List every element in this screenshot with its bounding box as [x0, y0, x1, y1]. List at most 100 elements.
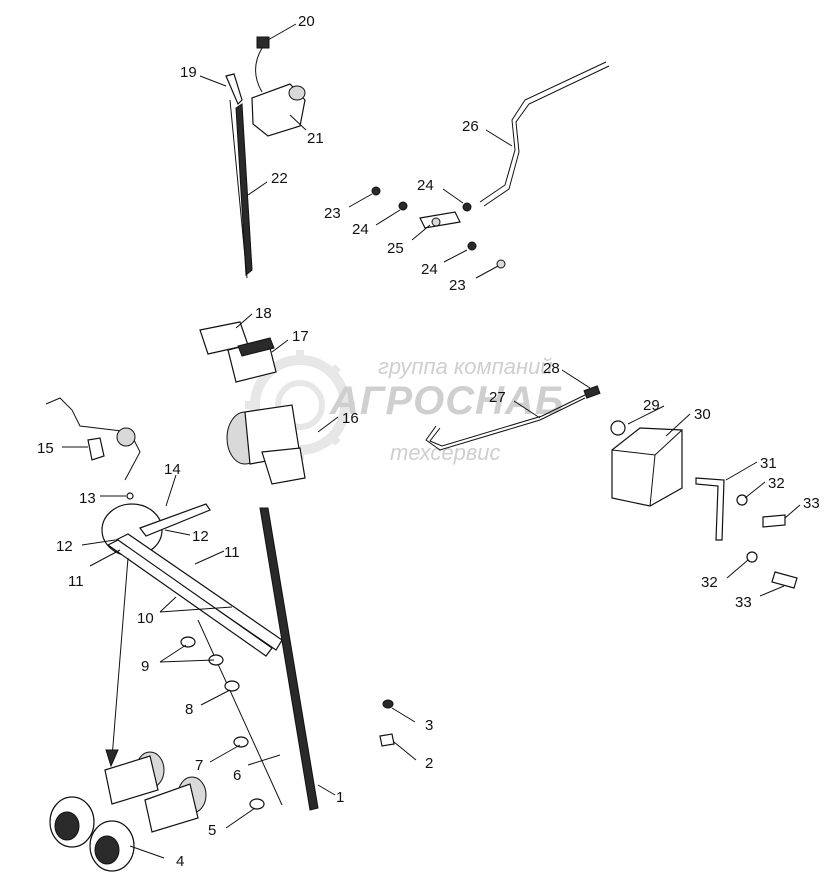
- bulb-15: [116, 427, 136, 447]
- nut-24c: [467, 241, 477, 251]
- front-wiper-assembly: [45, 397, 319, 811]
- callout-32-bottom: 32: [701, 574, 718, 591]
- callout-14: 14: [164, 461, 181, 478]
- motor-4a-body: [104, 755, 159, 805]
- callout-17: 17: [292, 328, 309, 345]
- callout-4: 4: [176, 853, 184, 870]
- callout-28: 28: [543, 360, 560, 377]
- pump-bracket: [261, 447, 306, 485]
- callout-18: 18: [255, 305, 272, 322]
- callout-22: 22: [271, 170, 288, 187]
- callout-23-left: 23: [324, 205, 341, 222]
- bracket-31: [695, 477, 725, 541]
- callout-25: 25: [387, 240, 404, 257]
- arrow-shaft: [111, 557, 129, 759]
- hose-26: [479, 61, 607, 203]
- callout-5: 5: [208, 822, 216, 839]
- nut-24b: [462, 202, 472, 212]
- wiper-motors-4: [49, 751, 207, 872]
- rod-6: [197, 619, 283, 806]
- callout-24-left: 24: [352, 221, 369, 238]
- rear-wiper-assembly: [225, 36, 306, 279]
- callout-9: 9: [141, 658, 149, 675]
- watermark-line2: АГРОСНАБ: [329, 379, 564, 423]
- callout-11-left: 11: [68, 573, 84, 590]
- callout-6: 6: [233, 767, 241, 784]
- callout-26: 26: [462, 118, 479, 135]
- hose-26-outline: [483, 65, 610, 207]
- fitting-28: [583, 385, 601, 399]
- callout-29: 29: [643, 397, 660, 414]
- arrow-head: [105, 749, 119, 768]
- wiper-arm-19: [225, 73, 243, 106]
- fitting-15: [87, 437, 105, 461]
- clip-8: [224, 680, 240, 692]
- callout-13: 13: [79, 490, 96, 507]
- washer-23a: [371, 186, 381, 196]
- motor-4a-cap-inner: [54, 811, 80, 841]
- motor-shaft: [288, 85, 306, 101]
- clips: [180, 636, 395, 810]
- bolt-33a: [762, 514, 786, 528]
- watermark-line1: группа компаний: [378, 354, 553, 379]
- callout-27: 27: [489, 389, 506, 406]
- callout-7: 7: [195, 757, 203, 774]
- washer-pump-16: [226, 404, 306, 485]
- callout-8: 8: [185, 701, 193, 718]
- washer-23b: [496, 259, 506, 269]
- callout-21: 21: [307, 130, 324, 147]
- wiper-arm-10: [114, 533, 283, 651]
- wire-20: [255, 47, 263, 93]
- callout-11-right: 11: [224, 544, 240, 561]
- callout-33-top: 33: [803, 495, 820, 512]
- clip-5: [249, 798, 265, 810]
- wiper-blade-22: [235, 103, 253, 277]
- washer-tank-assembly: [425, 385, 798, 589]
- washer-32a: [736, 494, 748, 506]
- callout-24-bottom: 24: [421, 261, 438, 278]
- clip-9a: [180, 636, 196, 648]
- switch-17-top: [237, 337, 275, 357]
- wiper-blade-1: [259, 507, 319, 811]
- shaft-14: [139, 503, 211, 537]
- hose-27-outline: [429, 393, 588, 447]
- callout-30: 30: [694, 406, 711, 423]
- wiper-arm-10b: [106, 539, 273, 657]
- leader-lines: [62, 23, 801, 859]
- blade-rail-22: [229, 99, 248, 279]
- callout-31: 31: [760, 455, 777, 472]
- oring-13: [126, 492, 134, 500]
- callout-2: 2: [425, 755, 433, 772]
- motor-4b-cap-inner: [94, 835, 120, 865]
- washer-nozzle-assembly: [371, 61, 610, 269]
- clip-2: [379, 733, 395, 747]
- callout-16: 16: [342, 410, 359, 427]
- hose-27: [425, 397, 586, 451]
- washer-32b: [746, 551, 758, 563]
- callout-15: 15: [37, 440, 54, 457]
- cap-29: [610, 420, 626, 436]
- plug-3: [382, 699, 394, 709]
- switch-assembly: [199, 321, 277, 383]
- callout-12-right: 12: [192, 528, 209, 545]
- callout-23-right: 23: [449, 277, 466, 294]
- tank-30-edges: [611, 429, 683, 507]
- clip-7: [233, 736, 249, 748]
- watermark-line3: техсервис: [390, 440, 501, 465]
- callout-1: 1: [336, 789, 344, 806]
- callout-10: 10: [137, 610, 154, 627]
- callout-3: 3: [425, 717, 433, 734]
- callout-12-left: 12: [56, 538, 73, 555]
- callout-24-top: 24: [417, 177, 434, 194]
- tank-30: [611, 427, 683, 507]
- nozzle-body: [431, 217, 441, 227]
- motor-4b-body: [144, 783, 199, 833]
- connector-20: [256, 36, 270, 49]
- callout-33-bottom: 33: [735, 594, 752, 611]
- bolt-33b: [771, 571, 798, 589]
- callout-19: 19: [180, 64, 197, 81]
- callout-32-top: 32: [768, 475, 785, 492]
- nut-24a: [398, 201, 408, 211]
- callout-labels: 1 2 3 4 5 6 7 8 9 10 11 11 12 12 13 14 1…: [37, 13, 820, 870]
